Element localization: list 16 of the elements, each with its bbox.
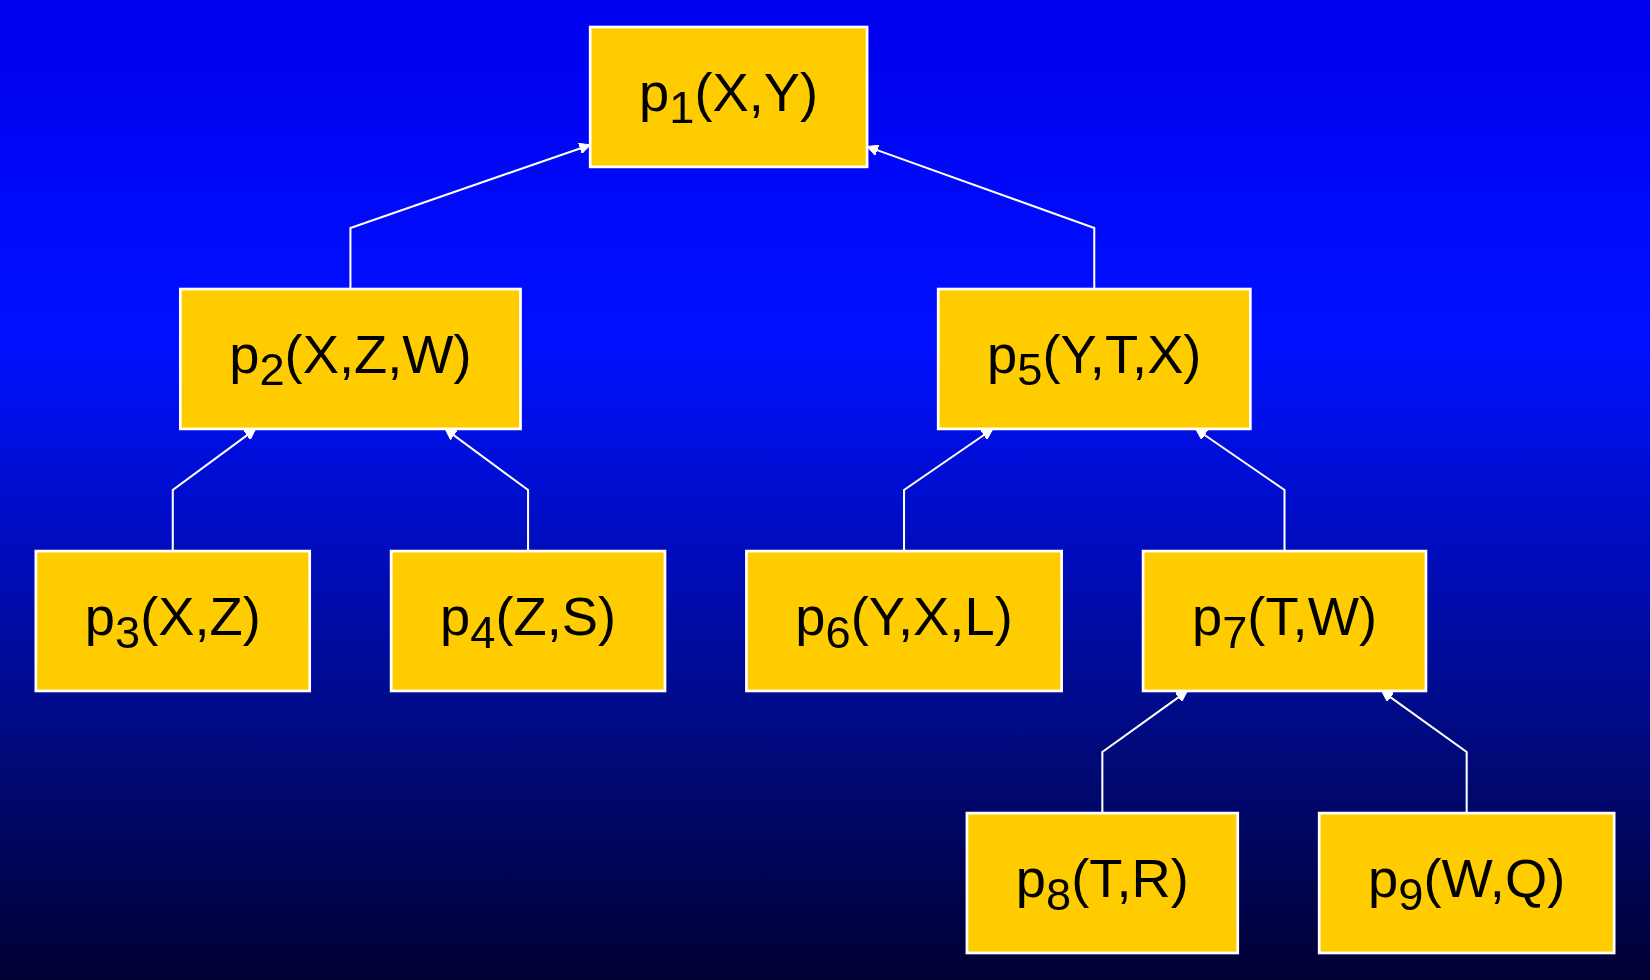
node-box: p$_{2}$(X,Z,W) [179, 287, 522, 431]
node-box: p$_{3}$(X,Z) [34, 549, 312, 693]
arrow [1195, 428, 1286, 552]
node-box: p$_{8}$(T,R) [965, 811, 1240, 955]
arrow [349, 142, 591, 290]
arrow [1101, 690, 1188, 814]
arrow [444, 428, 530, 552]
arrow [1381, 690, 1468, 814]
arrow [903, 428, 994, 552]
node-box: p$_{6}$(Y,X,L) [745, 549, 1063, 693]
node-box: p$_{5}$(Y,T,X) [936, 287, 1252, 431]
node-box: p$_{1}$(X,Y) [588, 25, 869, 169]
node-box: p$_{4}$(Z,S) [389, 549, 667, 693]
node-box: p$_{9}$(W,Q) [1317, 811, 1616, 955]
arrow [171, 428, 257, 552]
node-box: p$_{7}$(T,W) [1141, 549, 1428, 693]
